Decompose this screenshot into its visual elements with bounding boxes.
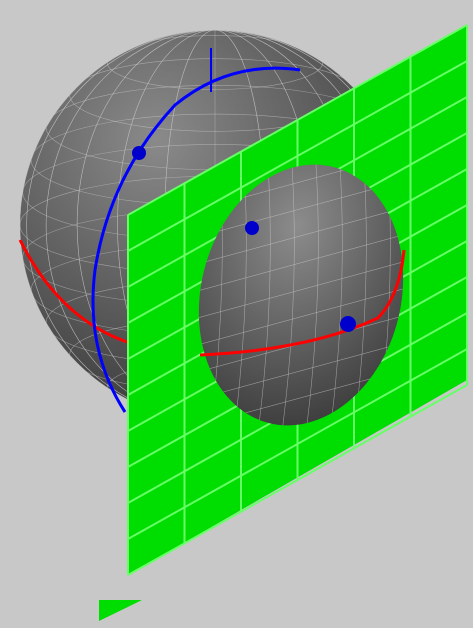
control-point[interactable] (245, 221, 259, 235)
control-point[interactable] (340, 316, 356, 332)
plane-fragment (99, 600, 142, 621)
control-point[interactable] (132, 146, 146, 160)
